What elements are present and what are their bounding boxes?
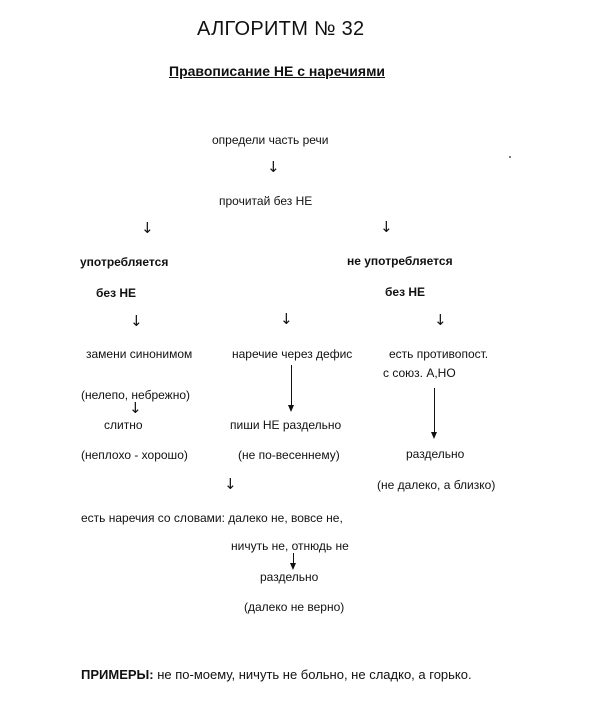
arrow-down-icon: ↓ bbox=[280, 310, 293, 328]
branch-not-used: не употребляется bbox=[347, 254, 453, 268]
step-replace-synonym: замени синонимом bbox=[86, 347, 193, 361]
examples-label: ПРИМЕРЫ: bbox=[81, 667, 154, 682]
arrow-down-icon: ↓ bbox=[130, 312, 143, 330]
connector-line bbox=[291, 365, 293, 406]
arrow-down-icon: ↓ bbox=[434, 311, 447, 329]
connector-line bbox=[293, 553, 295, 564]
arrow-head-icon bbox=[431, 432, 437, 439]
step-contrast-line1: есть противопост. bbox=[389, 347, 489, 361]
step-words-line1: есть наречия со словами: далеко не, вовс… bbox=[81, 511, 343, 525]
branch-used-without-ne: без НЕ bbox=[96, 286, 137, 300]
arrow-down-icon: ↓ bbox=[267, 158, 280, 176]
step-separately-bottom-example: (далеко не верно) bbox=[244, 600, 345, 614]
step-define-part-of-speech: определи часть речи bbox=[212, 133, 329, 147]
algorithm-subtitle: Правописание НЕ с наречиями bbox=[169, 63, 386, 79]
step-contrast-line2: с союз. А,НО bbox=[383, 366, 456, 380]
examples-line: ПРИМЕРЫ: не по-моему, ничуть не больно, … bbox=[81, 667, 472, 683]
examples-text: не по-моему, ничуть не больно, не сладко… bbox=[153, 667, 472, 682]
step-synonym-examples: (нелепо, небрежно) bbox=[81, 388, 190, 402]
step-together-example: (неплохо - хорошо) bbox=[81, 448, 188, 462]
arrow-down-icon: ↓ bbox=[129, 399, 142, 417]
connector-line bbox=[434, 388, 436, 433]
step-words-line2: ничуть не, отнюдь не bbox=[231, 539, 349, 553]
arrow-down-icon: ↓ bbox=[224, 475, 237, 493]
step-write-separately: пиши НЕ раздельно bbox=[230, 418, 342, 432]
step-separately-right: раздельно bbox=[406, 447, 465, 461]
scan-speck bbox=[509, 156, 511, 158]
arrow-down-icon: ↓ bbox=[380, 218, 393, 236]
step-separately-right-example: (не далеко, а близко) bbox=[377, 478, 496, 492]
step-together: слитно bbox=[104, 418, 143, 432]
algorithm-title: АЛГОРИТМ № 32 bbox=[197, 18, 365, 40]
step-read-without-ne: прочитай без НЕ bbox=[219, 194, 313, 208]
step-hyphen-adverb: наречие через дефис bbox=[232, 347, 353, 361]
step-separately-example: (не по-весеннему) bbox=[238, 448, 340, 462]
step-separately-bottom: раздельно bbox=[260, 570, 319, 584]
arrow-head-icon bbox=[288, 405, 294, 412]
arrow-down-icon: ↓ bbox=[141, 219, 154, 237]
arrow-head-icon bbox=[290, 563, 296, 570]
branch-not-used-without-ne: без НЕ bbox=[385, 285, 426, 299]
branch-used: употребляется bbox=[80, 255, 169, 269]
